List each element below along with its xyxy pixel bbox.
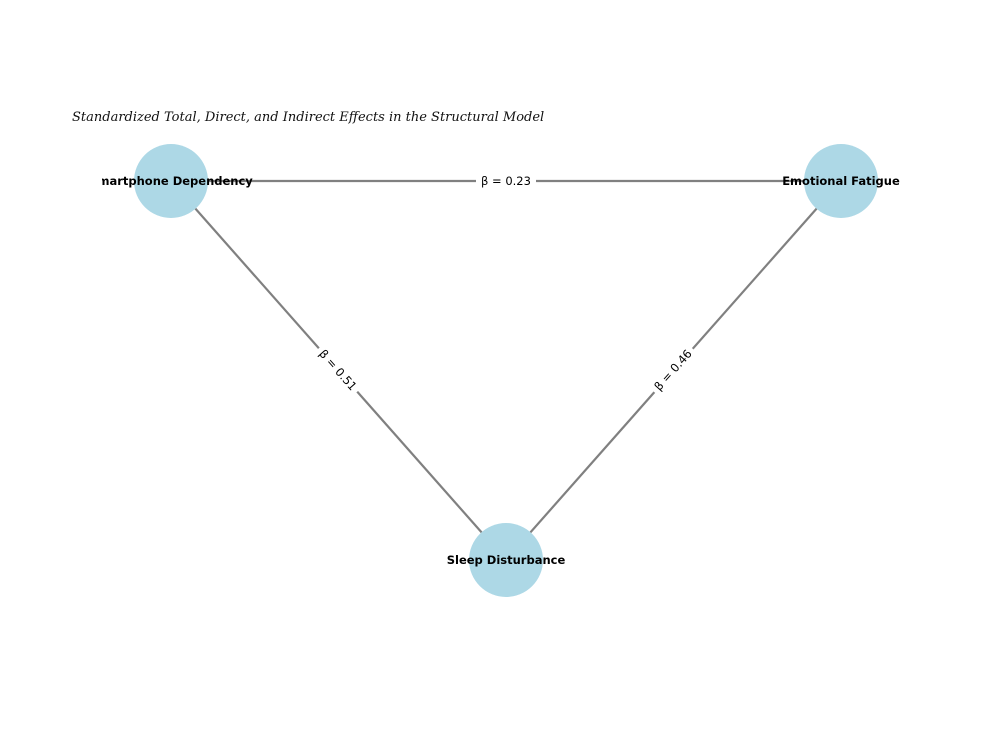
edge-label-text: β = 0.51 <box>316 347 360 394</box>
edge-label-beta-046: β = 0.46 <box>647 342 699 398</box>
edge-label-beta-051: β = 0.51 <box>312 342 364 398</box>
node-label: Smartphone Dependency <box>89 174 253 188</box>
node-circle <box>469 523 543 597</box>
node-label: Sleep Disturbance <box>447 553 566 567</box>
nodes-group: Smartphone Dependency Emotional Fatigue … <box>89 144 900 597</box>
node-label: Emotional Fatigue <box>782 174 900 188</box>
edge-label-beta-023: β = 0.23 <box>476 172 536 190</box>
node-smartphone-dependency: Smartphone Dependency <box>89 144 253 218</box>
node-sleep-disturbance: Sleep Disturbance <box>447 523 566 597</box>
edges-group <box>170 179 842 561</box>
diagram-title: Standardized Total, Direct, and Indirect… <box>72 110 544 125</box>
node-circle <box>804 144 878 218</box>
edge-label-text: β = 0.23 <box>481 174 531 188</box>
edge-label-text: β = 0.46 <box>651 347 695 394</box>
node-emotional-fatigue: Emotional Fatigue <box>782 144 900 218</box>
node-circle <box>134 144 208 218</box>
